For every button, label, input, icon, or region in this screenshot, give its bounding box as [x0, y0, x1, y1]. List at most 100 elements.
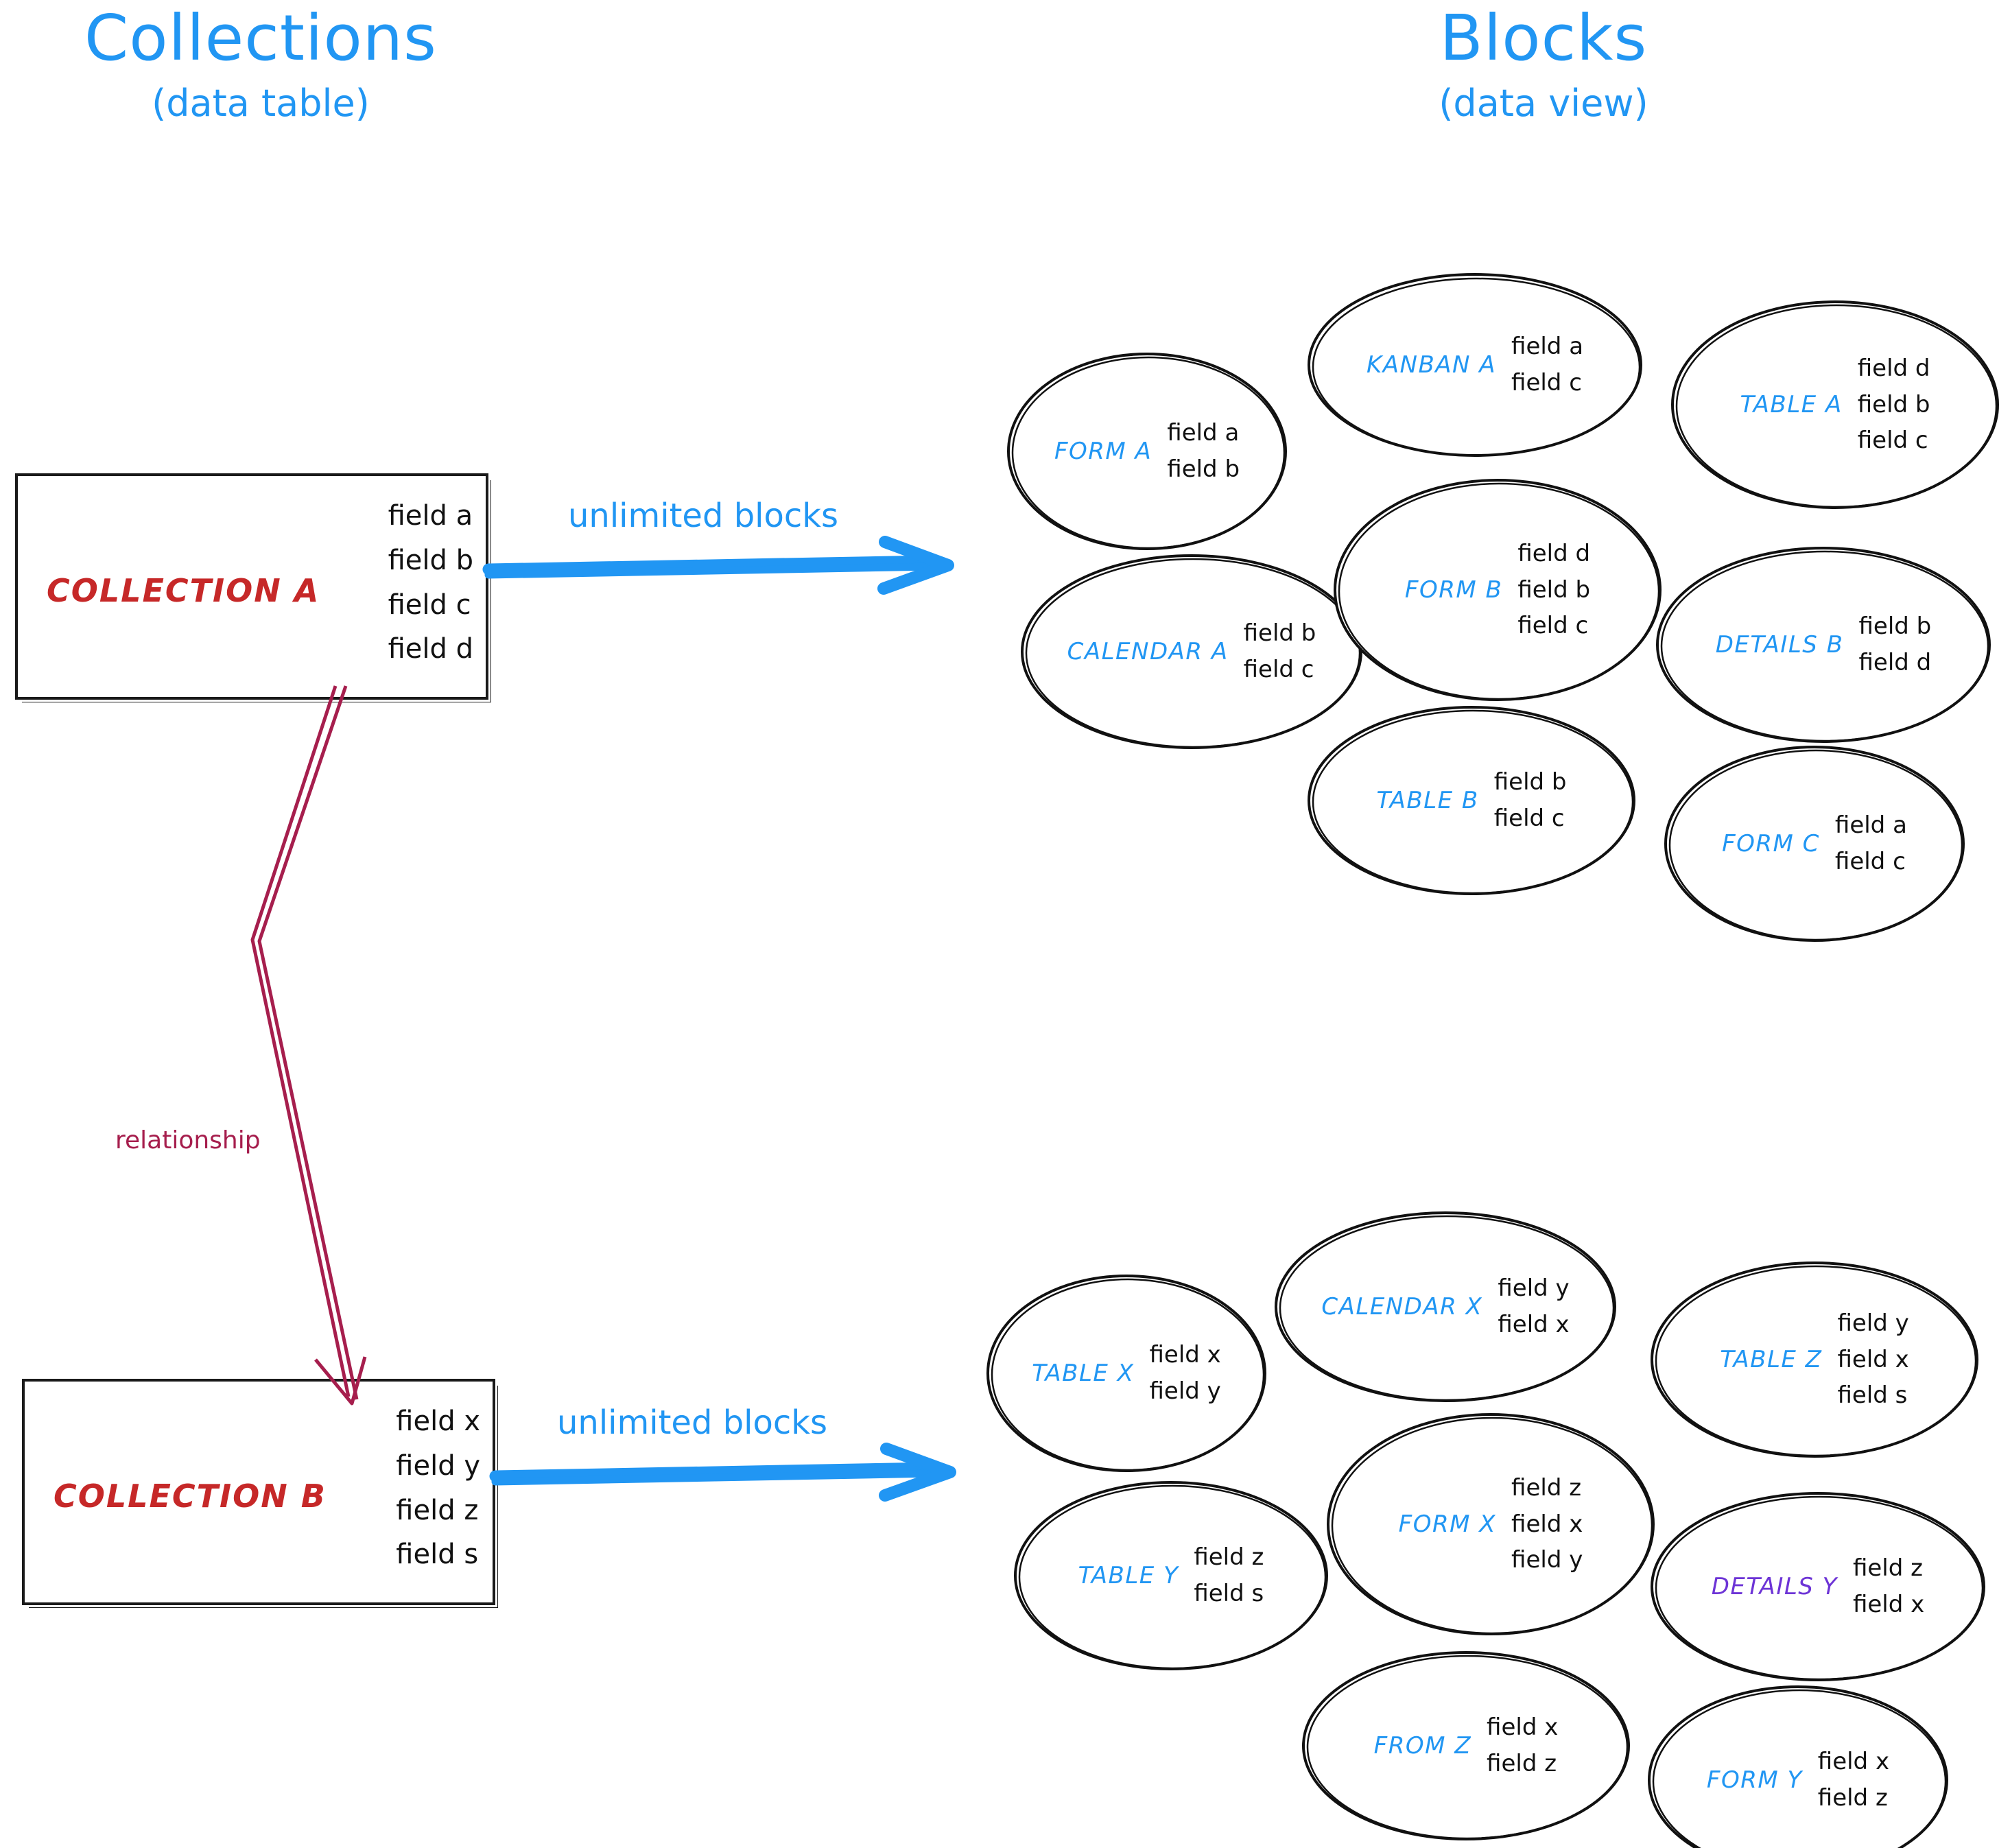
block-form-b[interactable]: FORM B field d field b field c	[1329, 473, 1666, 707]
collection-b-fields: field x field y field z field s	[396, 1399, 480, 1577]
block-form-y[interactable]: FORM Y field x field z	[1644, 1681, 1952, 1848]
block-form-y-field-1: field z	[1817, 1784, 1888, 1812]
block-calendar-a-name: CALENDAR A	[1067, 638, 1229, 665]
block-from-z-field-0: field x	[1487, 1714, 1559, 1742]
block-table-y[interactable]: TABLE Y field z field s	[1010, 1476, 1332, 1675]
block-form-x-fields: field z field x field y	[1511, 1470, 1583, 1578]
relationship-label: relationship	[115, 1126, 261, 1154]
block-table-x[interactable]: TABLE X field x field y	[982, 1270, 1270, 1476]
collection-b-field-2: field z	[396, 1494, 479, 1526]
block-from-z-name: FROM Z	[1373, 1732, 1472, 1760]
block-table-x-field-0: field x	[1149, 1341, 1221, 1369]
unlimited-blocks-label-top: unlimited blocks	[568, 497, 839, 535]
collection-b-name: COLLECTION B	[54, 1478, 327, 1515]
block-form-y-name: FORM Y	[1706, 1766, 1803, 1794]
block-details-b-field-1: field d	[1858, 649, 1932, 676]
collections-heading: Collections (data table)	[41, 7, 480, 122]
blocks-heading: Blocks (data view)	[1324, 7, 1763, 122]
relationship-arrow	[250, 685, 367, 1406]
block-table-z-field-2: field s	[1837, 1382, 1908, 1410]
block-table-z-name: TABLE Z	[1720, 1346, 1823, 1373]
collection-a-field-3: field d	[388, 633, 473, 665]
blocks-heading-title: Blocks	[1439, 1, 1648, 75]
block-calendar-x-field-1: field x	[1498, 1311, 1570, 1338]
collection-a-fields: field a field b field c field d	[388, 494, 473, 672]
block-form-x-field-1: field x	[1511, 1510, 1583, 1538]
collection-a-field-2: field c	[388, 589, 471, 621]
block-calendar-a-fields: field b field c	[1244, 615, 1316, 687]
block-table-a-field-2: field c	[1857, 427, 1928, 455]
block-form-a-field-1: field b	[1167, 455, 1240, 483]
block-kanban-a-name: KANBAN A	[1366, 351, 1497, 379]
block-form-c[interactable]: FORM C field a field c	[1660, 741, 1969, 947]
block-details-y[interactable]: DETAILS Y field z field x	[1646, 1487, 1989, 1686]
block-form-x-field-2: field y	[1511, 1546, 1583, 1574]
collection-b-box[interactable]: COLLECTION B field x field y field z fie…	[22, 1379, 495, 1605]
block-table-y-field-0: field z	[1194, 1543, 1264, 1572]
block-table-x-field-1: field y	[1149, 1377, 1221, 1405]
block-table-a-name: TABLE A	[1740, 391, 1843, 418]
block-table-b-field-1: field c	[1493, 805, 1565, 832]
collection-b-field-1: field y	[396, 1449, 480, 1482]
collection-a-field-0: field a	[388, 500, 473, 532]
block-from-z-field-1: field z	[1487, 1750, 1557, 1777]
block-details-y-field-1: field x	[1852, 1591, 1925, 1618]
block-form-x[interactable]: FORM X field z field x field y	[1323, 1408, 1659, 1641]
block-form-a[interactable]: FORM A field a field b	[1003, 348, 1291, 554]
block-details-y-fields: field z field x	[1853, 1550, 1924, 1622]
block-form-c-name: FORM C	[1722, 830, 1820, 857]
block-table-a-field-1: field b	[1857, 390, 1930, 418]
block-form-c-field-0: field a	[1834, 812, 1907, 840]
block-kanban-a-fields: field a field c	[1511, 329, 1583, 401]
block-form-b-field-2: field c	[1517, 612, 1589, 640]
block-table-b-fields: field b field c	[1494, 764, 1567, 836]
unlimited-blocks-arrow-bottom	[489, 1443, 956, 1502]
block-form-a-field-0: field a	[1167, 419, 1240, 447]
blocks-heading-subtitle: (data view)	[1439, 82, 1648, 125]
unlimited-blocks-arrow-top	[482, 536, 954, 595]
block-table-a-fields: field d field b field c	[1858, 351, 1930, 459]
block-table-z-fields: field y field x field s	[1837, 1305, 1908, 1414]
block-calendar-x-field-0: field y	[1498, 1275, 1570, 1303]
block-table-z-field-0: field y	[1837, 1309, 1909, 1337]
block-table-y-name: TABLE Y	[1078, 1562, 1179, 1589]
block-from-z-fields: field x field z	[1487, 1709, 1558, 1781]
block-from-z[interactable]: FROM Z field x field z	[1298, 1646, 1634, 1845]
block-kanban-a-field-0: field a	[1511, 333, 1584, 361]
block-kanban-a[interactable]: KANBAN A field a field c	[1303, 269, 1646, 461]
block-form-b-field-0: field d	[1517, 539, 1591, 567]
block-calendar-a[interactable]: CALENDAR A field b field c	[1017, 549, 1367, 755]
block-form-b-field-1: field b	[1517, 576, 1591, 604]
collection-a-name: COLLECTION A	[47, 572, 320, 609]
collection-b-field-0: field x	[396, 1406, 480, 1437]
block-calendar-a-field-1: field c	[1243, 656, 1314, 683]
block-form-a-name: FORM A	[1054, 438, 1152, 465]
block-table-z[interactable]: TABLE Z field y field x field s	[1646, 1257, 1983, 1462]
collections-heading-title: Collections	[84, 1, 437, 75]
block-table-b[interactable]: TABLE B field b field c	[1303, 701, 1640, 900]
block-details-y-field-0: field z	[1852, 1554, 1923, 1583]
block-form-y-field-0: field x	[1817, 1748, 1890, 1776]
block-form-a-fields: field a field b	[1167, 415, 1240, 487]
block-table-y-field-1: field s	[1194, 1580, 1264, 1607]
block-table-y-fields: field z field s	[1194, 1539, 1264, 1611]
block-table-a[interactable]: TABLE A field d field b field c	[1667, 295, 2003, 514]
block-calendar-x-name: CALENDAR X	[1321, 1293, 1483, 1320]
block-details-b-name: DETAILS B	[1715, 631, 1844, 659]
collection-a-box[interactable]: COLLECTION A field a field b field c fie…	[15, 473, 488, 700]
block-details-b-fields: field b field d	[1859, 608, 1932, 680]
block-table-x-name: TABLE X	[1032, 1360, 1135, 1387]
collection-b-field-3: field s	[396, 1539, 479, 1571]
block-form-x-name: FORM X	[1398, 1511, 1497, 1538]
block-calendar-a-field-0: field b	[1243, 619, 1316, 648]
block-details-b[interactable]: DETAILS B field b field d	[1652, 542, 1995, 748]
block-details-b-field-0: field b	[1858, 613, 1932, 641]
collection-a-field-1: field b	[388, 544, 473, 576]
block-calendar-x[interactable]: CALENDAR X field y field x	[1270, 1207, 1620, 1406]
block-kanban-a-field-1: field c	[1511, 369, 1582, 396]
block-calendar-x-fields: field y field x	[1498, 1270, 1569, 1342]
block-form-c-fields: field a field c	[1835, 807, 1907, 879]
unlimited-blocks-label-bottom: unlimited blocks	[557, 1403, 828, 1442]
collections-heading-subtitle: (data table)	[152, 82, 370, 125]
